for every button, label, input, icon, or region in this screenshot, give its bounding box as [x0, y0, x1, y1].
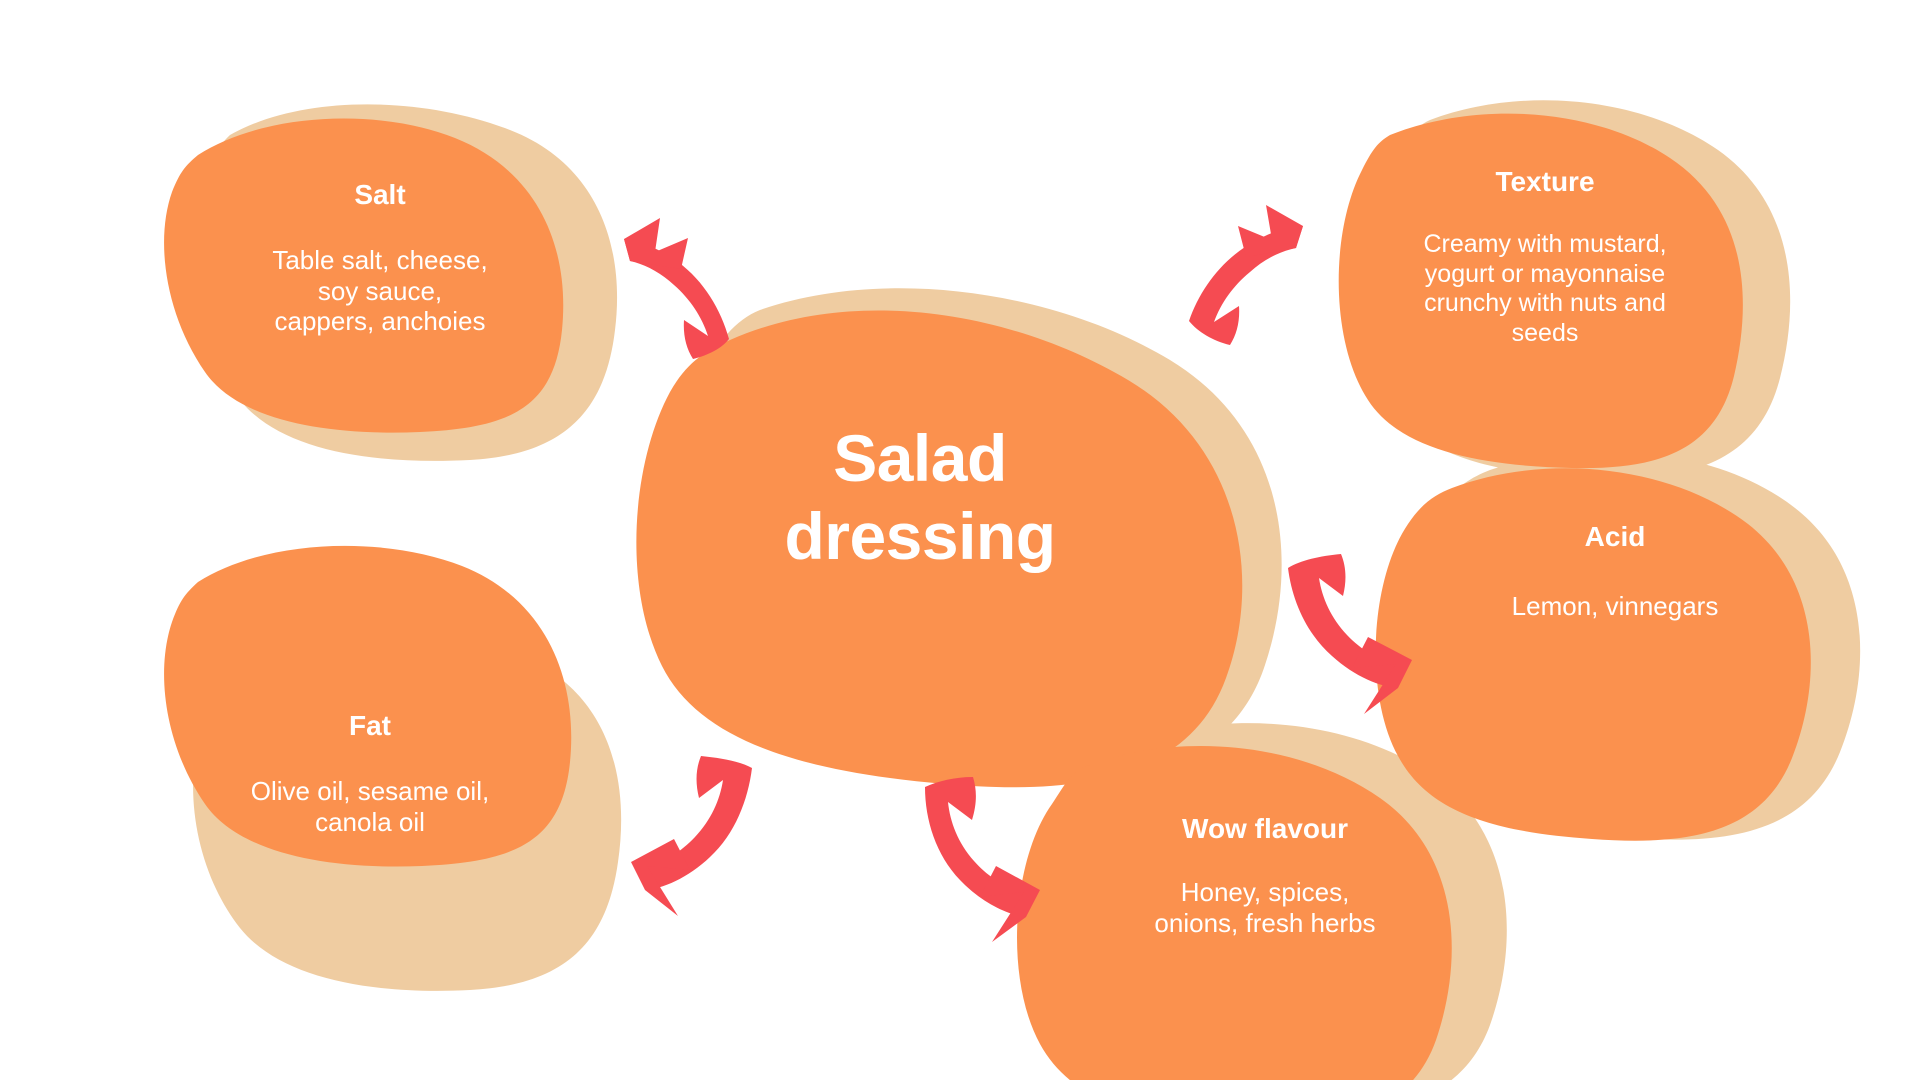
arrows — [624, 205, 1412, 942]
curved-arrow-head-icon — [1238, 205, 1303, 257]
texture-blob[interactable] — [1338, 113, 1743, 469]
arrow-to-fat — [631, 756, 752, 916]
center-blob[interactable] — [636, 310, 1243, 788]
curved-arrow-icon — [925, 777, 1026, 917]
curved-arrow-icon — [645, 756, 752, 890]
arrow-to-salt — [624, 218, 729, 359]
curved-arrow-head-icon — [1352, 637, 1412, 714]
wow-blob[interactable] — [1017, 745, 1452, 1080]
curved-arrow-head-icon — [631, 839, 690, 916]
acid-blob[interactable] — [1375, 468, 1811, 841]
fat-blob[interactable] — [164, 545, 572, 867]
arrow-to-acid — [1288, 554, 1412, 714]
blob-fills — [164, 113, 1811, 1080]
curved-arrow-head-icon — [624, 218, 688, 269]
curved-arrow-head-icon — [980, 866, 1040, 942]
arrow-to-wow — [925, 777, 1040, 942]
salt-blob[interactable] — [164, 118, 564, 433]
arrow-to-texture — [1189, 205, 1303, 345]
